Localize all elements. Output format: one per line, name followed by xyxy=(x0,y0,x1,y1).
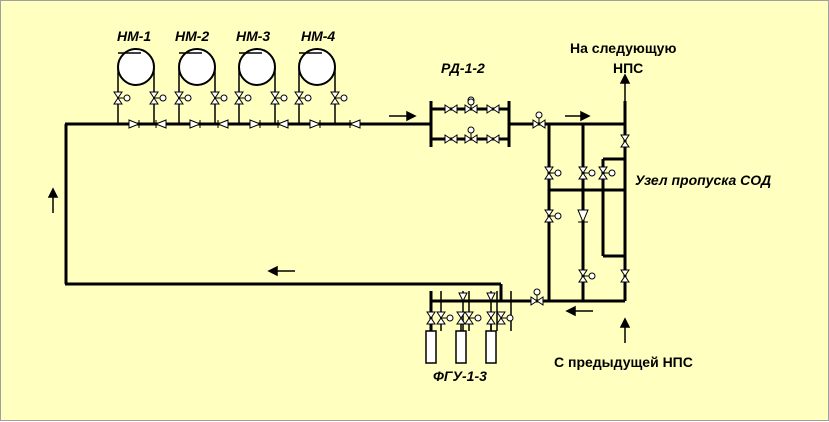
pump-nm-4 xyxy=(298,48,336,124)
arrow-left-icon xyxy=(565,305,593,317)
label-pig-unit: Узел пропуска СОД xyxy=(635,172,771,188)
label-next-station-1: На следующую xyxy=(570,40,676,56)
arrow-left-icon xyxy=(267,265,295,277)
label-nm-1: НМ-1 xyxy=(117,28,151,44)
arrow-up-icon xyxy=(619,317,631,343)
label-filters: ФГУ-1-3 xyxy=(433,368,487,384)
arrow-right-icon xyxy=(389,110,417,122)
main-pipeline xyxy=(64,101,627,331)
arrow-right-icon xyxy=(565,110,591,122)
pump-nm-2 xyxy=(178,48,216,124)
pump-valves xyxy=(113,91,348,105)
regulator-rd-1-2 xyxy=(444,96,500,144)
label-nm-2: НМ-2 xyxy=(175,28,209,44)
arrow-up-icon xyxy=(619,73,631,101)
label-nm-3: НМ-3 xyxy=(236,28,270,44)
filter-valves xyxy=(426,311,514,325)
pump-nm-3 xyxy=(238,48,276,124)
label-next-station-2: НПС xyxy=(613,60,643,76)
label-prev-station: С предыдущей НПС xyxy=(554,354,693,370)
filter-check-valves xyxy=(458,292,496,303)
pump-nm-1 xyxy=(117,48,155,124)
pumps xyxy=(117,48,336,124)
pig-unit-valves xyxy=(530,111,630,306)
arrow-up-icon xyxy=(47,187,59,213)
label-regulator: РД-1-2 xyxy=(441,60,485,76)
label-nm-4: НМ-4 xyxy=(301,28,335,44)
flow-arrows xyxy=(47,73,631,343)
